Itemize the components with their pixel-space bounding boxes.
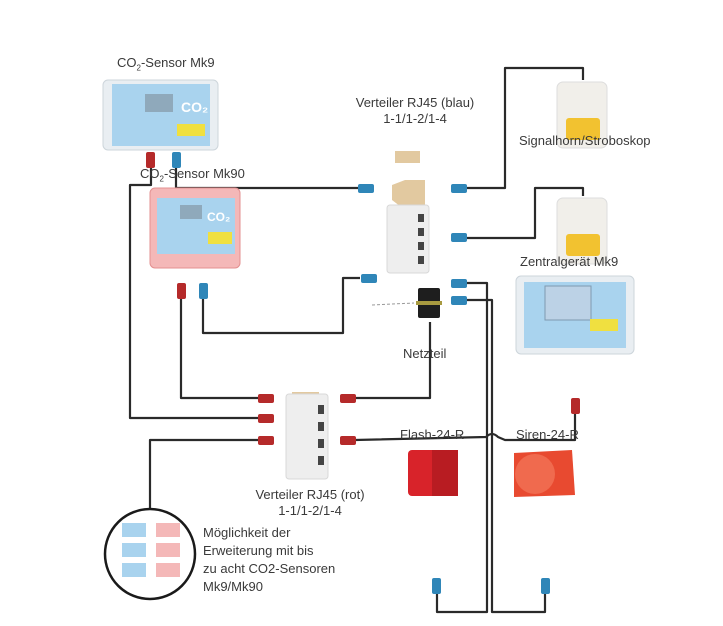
co2-sensor-mk9-device: CO₂ — [102, 79, 219, 151]
cable-siren — [460, 298, 547, 614]
label-signal-horn: Signalhorn/Stroboskop — [519, 133, 651, 148]
label-co2-sensor-mk90: CO2-Sensor Mk90 — [140, 166, 245, 184]
cable-horn1 — [460, 66, 585, 190]
cable-flash — [435, 281, 489, 614]
label-central-unit: Zentralgerät Mk9 — [520, 254, 619, 269]
label-co2-sensor-mk9: CO2-Sensor Mk9 — [117, 55, 215, 73]
expansion-circle — [103, 507, 197, 601]
svg-text:CO₂: CO₂ — [181, 99, 208, 115]
cable-mk90-blue — [201, 276, 360, 335]
signal-horn-2-device — [556, 197, 608, 265]
coupler-blue — [395, 151, 420, 163]
co2-sensor-mk90-device: CO₂ — [149, 187, 241, 269]
cable-mk90-red — [179, 290, 258, 400]
cable-expansion — [148, 438, 260, 510]
label-power-supply: Netzteil — [403, 346, 447, 361]
label-flash: Flash-24-R — [400, 427, 465, 442]
svg-text:CO₂: CO₂ — [207, 210, 230, 224]
distributor-blue-box — [386, 204, 430, 274]
distributor-red-box — [285, 393, 329, 480]
label-siren: Siren-24-R — [516, 427, 579, 442]
siren-device — [514, 450, 575, 497]
central-unit-device — [515, 275, 635, 355]
plug-blue — [172, 152, 550, 594]
cable-power — [355, 322, 432, 400]
splitter-blue — [392, 180, 425, 210]
label-expansion: Möglichkeit der Erweiterung mit bis zu a… — [203, 525, 336, 594]
plug-red — [146, 152, 580, 445]
label-distributor-blue: Verteiler RJ45 (blau)1-1/1-2/1-4 — [355, 95, 475, 126]
signal-horn-1-device — [556, 81, 608, 149]
cable-mk9-red — [128, 160, 260, 420]
flash-device — [408, 450, 458, 496]
label-distributor-red: Verteiler RJ45 (rot)1-1/1-2/1-4 — [255, 487, 365, 518]
cable-horn2 — [460, 186, 585, 240]
